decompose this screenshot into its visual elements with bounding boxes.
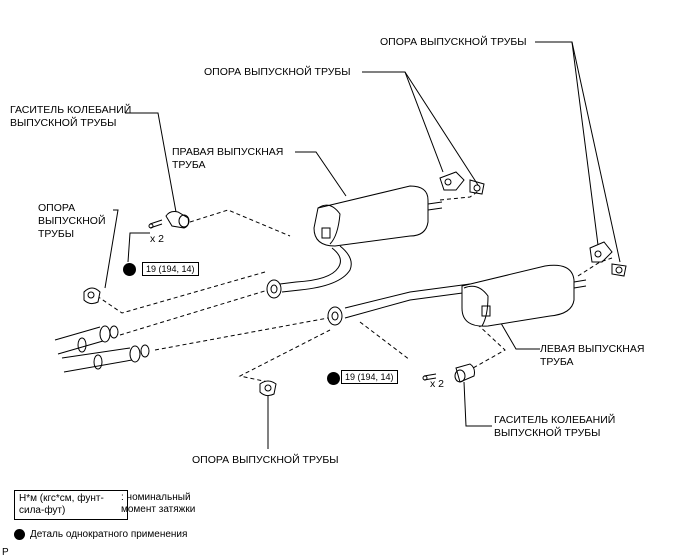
damper-right xyxy=(422,363,475,383)
dash-left-muffler-to-support xyxy=(577,257,613,277)
leader-torque-left xyxy=(127,232,150,263)
label-damper-left-line2: ВЫПУСКНОЙ ТРУБЫ xyxy=(10,117,117,129)
left-exhaust-pipe xyxy=(327,264,587,327)
torque-value-left: 19 (194, 14) xyxy=(142,262,199,276)
legend-torque-desc: : номинальный момент затяжки xyxy=(121,492,195,516)
legend-torque-unit-box: Н*м (кгс*см, фунт- сила-фут) xyxy=(14,490,128,520)
leader-support-top-mid-a xyxy=(362,71,444,173)
legend-unit-line2: сила-фут) xyxy=(19,505,66,516)
leader-right-pipe xyxy=(295,151,347,197)
leader-damper-right xyxy=(463,381,492,427)
leader-support-top-right-a xyxy=(535,41,599,246)
legend-single-use-text: Деталь однократного применения xyxy=(30,529,188,540)
label-support-left-line1: ОПОРА xyxy=(38,202,76,214)
legend-single-use-dot xyxy=(14,529,25,540)
label-damper-right-line1: ГАСИТЕЛЬ КОЛЕБАНИЙ xyxy=(494,414,616,426)
dash-shaft-to-left-flange xyxy=(154,317,329,351)
qty-right: x 2 xyxy=(430,378,445,390)
support-left xyxy=(83,287,101,305)
single-use-mark-right xyxy=(327,372,340,385)
torque-value-right: 19 (194, 14) xyxy=(341,370,398,384)
dash-support-bottom xyxy=(238,329,331,383)
right-exhaust-pipe xyxy=(266,185,443,299)
label-damper-left-line1: ГАСИТЕЛЬ КОЛЕБАНИЙ xyxy=(10,104,132,116)
label-support-top-right: ОПОРА ВЫПУСКНОЙ ТРУБЫ xyxy=(380,36,527,48)
legend-desc-line2: момент затяжки xyxy=(121,504,196,515)
dash-support-left-to-pipe xyxy=(96,271,266,314)
front-exhaust-pipe xyxy=(54,325,150,373)
legend-desc-line1: : номинальный xyxy=(121,492,191,503)
label-left-pipe-line2: ТРУБА xyxy=(540,356,574,368)
label-right-pipe-line1: ПРАВАЯ ВЫПУСКНАЯ xyxy=(172,146,284,158)
support-upper-right xyxy=(589,241,627,277)
label-damper-left: ГАСИТЕЛЬ КОЛЕБАНИЙ ВЫПУСКНОЙ ТРУБЫ xyxy=(10,104,131,130)
dash-damper-to-right-muffler xyxy=(189,209,291,237)
qty-left: x 2 xyxy=(150,233,165,245)
damper-left xyxy=(148,211,190,229)
label-right-pipe: ПРАВАЯ ВЫПУСКНАЯ ТРУБА xyxy=(172,146,283,172)
leader-support-top-mid-b xyxy=(404,71,479,186)
dash-right-muffler-to-support xyxy=(439,189,481,201)
dash-front-pipe-to-flange xyxy=(119,289,269,336)
leader-left-pipe xyxy=(497,317,540,350)
label-damper-right: ГАСИТЕЛЬ КОЛЕБАНИЙ ВЫПУСКНОЙ ТРУБЫ xyxy=(494,414,615,440)
label-support-bottom: ОПОРА ВЫПУСКНОЙ ТРУБЫ xyxy=(192,454,339,466)
dash-left-flange-right xyxy=(359,321,411,361)
leader-support-top-right-b xyxy=(571,41,621,263)
label-support-left: ОПОРА ВЫПУСКНОЙ ТРУБЫ xyxy=(38,202,106,241)
label-support-top-mid: ОПОРА ВЫПУСКНОЙ ТРУБЫ xyxy=(204,66,351,78)
label-support-left-line2: ВЫПУСКНОЙ xyxy=(38,215,106,227)
single-use-mark-left xyxy=(123,263,136,276)
corner-mark: P xyxy=(2,547,9,558)
support-bottom xyxy=(259,380,277,397)
leader-support-left xyxy=(104,209,119,289)
label-right-pipe-line2: ТРУБА xyxy=(172,159,206,171)
leader-damper-left xyxy=(125,112,177,213)
support-upper-mid xyxy=(439,171,485,195)
label-damper-right-line2: ВЫПУСКНОЙ ТРУБЫ xyxy=(494,427,601,439)
dash-left-muffler-to-damper xyxy=(461,309,506,373)
label-left-pipe: ЛЕВАЯ ВЫПУСКНАЯ ТРУБА xyxy=(540,343,644,369)
label-left-pipe-line1: ЛЕВАЯ ВЫПУСКНАЯ xyxy=(540,343,645,355)
legend-unit-line1: Н*м (кгс*см, фунт- xyxy=(19,493,104,504)
label-support-left-line3: ТРУБЫ xyxy=(38,228,75,240)
